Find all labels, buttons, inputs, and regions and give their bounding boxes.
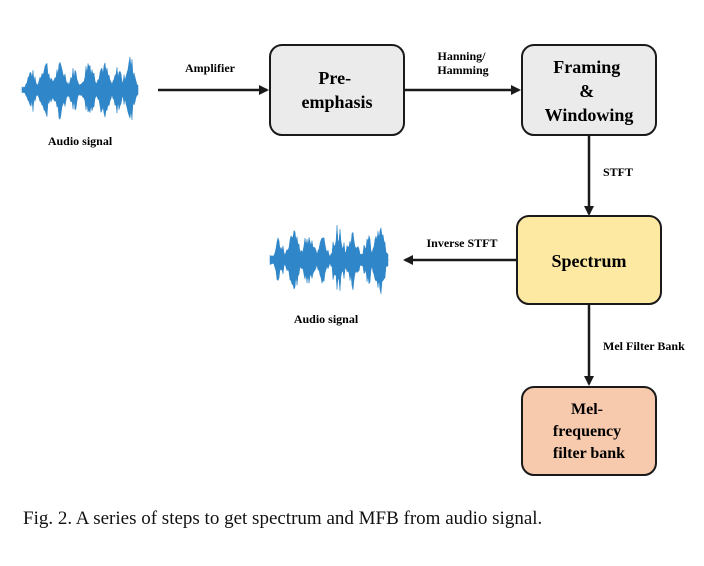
edge-label-stft: STFT [603, 165, 633, 179]
framing-label-line3: Windowing [545, 105, 634, 125]
mel-label-line3: filter bank [553, 445, 625, 462]
preemphasis-box: Pre- emphasis [269, 44, 405, 136]
mel-label-line2: frequency [553, 423, 621, 440]
audio-waveform-input [20, 56, 140, 120]
audio-input-label: Audio signal [48, 134, 113, 148]
edge-label-mel-filter-bank: Mel Filter Bank [603, 339, 685, 353]
audio-waveform-output [268, 225, 390, 294]
svg-text:Mel- frequency fil: Mel- frequency filter bank [553, 401, 625, 462]
svg-text:Pre- emphasis: Pre- emphasis [301, 68, 372, 112]
framing-windowing-box: Framing & Windowing [521, 44, 657, 136]
preemphasis-label-line1: Pre- [318, 68, 351, 88]
framing-label-line1: Framing [553, 57, 620, 77]
mel-label-line1: Mel- [571, 401, 603, 418]
spectrum-box: Spectrum [516, 215, 662, 305]
edge-label-window-line1: Hanning/ [437, 49, 486, 63]
framing-label-line2: & [579, 81, 594, 101]
edge-label-amplifier: Amplifier [185, 61, 236, 75]
preemphasis-label-line2: emphasis [301, 92, 372, 112]
svg-text:Framing & Windowin: Framing & Windowing [545, 57, 634, 125]
flow-diagram: Audio signal Amplifier Pre- emphasis Han… [20, 44, 685, 476]
edge-label-window-line2: Hamming [437, 63, 488, 77]
svg-text:Hanning/ Hamming: Hanning/ Hamming [437, 49, 488, 77]
edge-label-inverse-stft: Inverse STFT [426, 236, 497, 250]
figure-caption: Fig. 2. A series of steps to get spectru… [23, 508, 543, 529]
audio-output-label: Audio signal [294, 312, 359, 326]
spectrum-label: Spectrum [552, 251, 627, 271]
mel-filter-bank-box: Mel- frequency filter bank [521, 386, 657, 476]
